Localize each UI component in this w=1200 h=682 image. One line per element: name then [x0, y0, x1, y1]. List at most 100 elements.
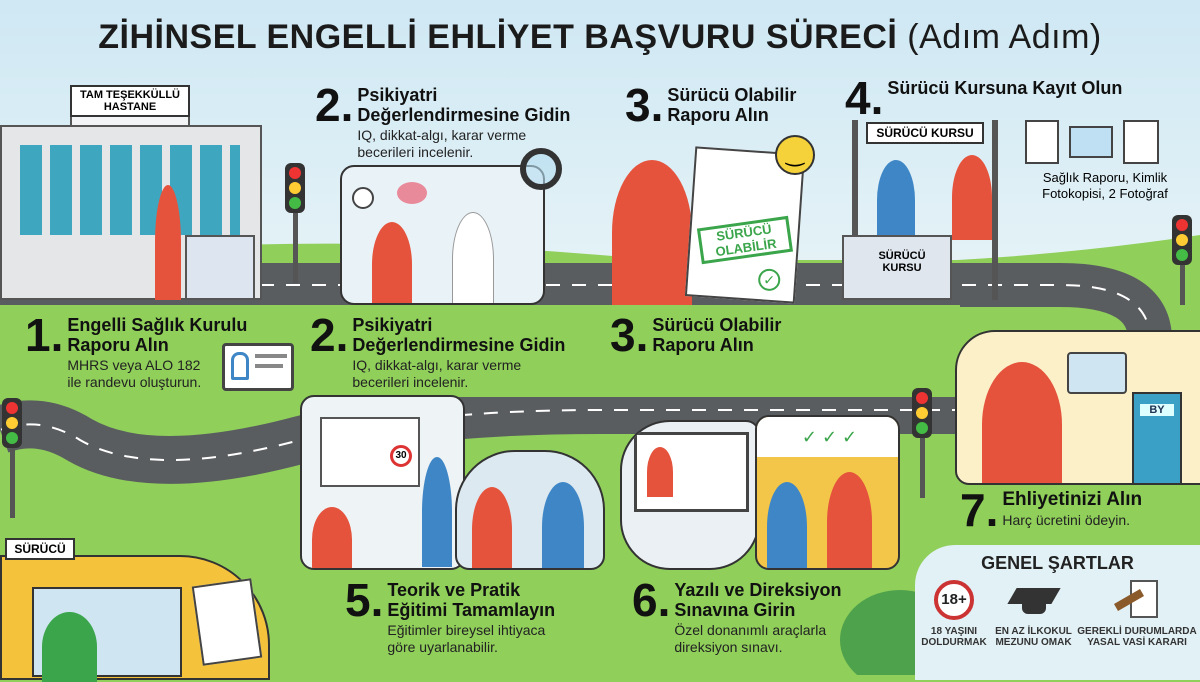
step-desc: direksiyon sınavı.	[674, 639, 783, 655]
hospital-illustration: TAM TEŞEKKÜLLÜ HASTANE	[0, 85, 262, 305]
top-step-4: 4. Sürücü Kursuna Kayıt Olun	[845, 75, 1123, 121]
person-icon	[42, 612, 97, 682]
step-number: 2.	[315, 79, 354, 131]
step-title: Sürücü Olabilir	[652, 315, 782, 335]
required-docs-icons	[1025, 120, 1159, 164]
person-icon	[312, 507, 352, 568]
step-title: Ehliyetinizi Alın	[1002, 489, 1143, 510]
smiley-icon: ‿	[775, 135, 815, 175]
person-icon	[982, 362, 1062, 483]
step-number: 3.	[625, 79, 664, 131]
taxi-illustration	[0, 555, 270, 682]
step-title: Raporu Alın	[652, 335, 754, 355]
title-main: ZİHİNSEL ENGELLİ EHLİYET BAŞVURU SÜRECİ	[98, 18, 898, 56]
photo-icon	[1123, 120, 1159, 164]
step-desc: göre uyarlanabilir.	[387, 639, 498, 655]
person-icon	[542, 482, 584, 568]
mid-band	[0, 305, 960, 397]
step-desc: Eğitimler bireysel ihtiyaca	[387, 622, 546, 638]
driving-exam-illustration: ✓ ✓ ✓	[755, 415, 900, 570]
psychiatry-illustration	[340, 165, 545, 305]
step-desc: ile randevu oluşturun.	[67, 374, 202, 390]
license-card-icon	[1067, 352, 1127, 394]
general-requirements-title: GENEL ŞARTLAR	[981, 553, 1134, 573]
step-title: Değerlendirmesine Gidin	[357, 105, 571, 125]
written-exam-illustration	[620, 420, 760, 570]
step-title: Sınavına Girin	[674, 600, 796, 620]
person-icon	[827, 472, 872, 568]
step-title: Yazılı ve Direksiyon	[674, 580, 842, 600]
speed-sign-icon: 30	[390, 445, 412, 467]
step-desc: Harç ücretini ödeyin.	[1002, 512, 1130, 528]
step-title: Psikiyatri	[357, 85, 438, 105]
page-title: ZİHİNSEL ENGELLİ EHLİYET BAŞVURU SÜRECİ …	[0, 18, 1200, 57]
requirement-label: 18 YAŞINI	[930, 626, 978, 637]
doctor-icon	[452, 212, 494, 303]
step-desc: IQ, dikkat-algı, karar verme	[357, 127, 527, 143]
step-desc: MHRS veya ALO 182	[67, 357, 201, 373]
traffic-light-icon	[2, 398, 22, 518]
caption-line: Sağlık Raporu, Kimlik	[1042, 170, 1168, 185]
step-number: 5.	[345, 574, 384, 626]
step-title: Psikiyatri	[352, 315, 433, 335]
report-document	[191, 578, 263, 666]
requirement-label: MEZUNU OMAK	[995, 637, 1072, 648]
person-icon	[952, 155, 992, 240]
caption-line: Fotokopisi, 2 Fotoğraf	[1042, 186, 1168, 201]
person-icon	[877, 160, 915, 240]
step-title: Raporu Alın	[67, 335, 169, 355]
stamp: SÜRÜCÜ OLABİLİR	[696, 215, 794, 265]
magnifier-icon	[520, 148, 562, 190]
person-icon	[767, 482, 807, 568]
step-desc: Özel donanımlı araçlarla	[674, 622, 827, 638]
person-icon	[422, 457, 452, 567]
check-icons: ✓ ✓ ✓	[757, 417, 898, 457]
step-title: Sürücü Kursuna Kayıt Olun	[887, 78, 1123, 98]
person-icon	[612, 160, 692, 305]
graduation-cap-icon	[1004, 580, 1064, 620]
id-card-icon	[1069, 126, 1113, 158]
step-number: 7.	[960, 484, 999, 536]
traffic-light-icon	[912, 388, 932, 498]
requirement-label: GEREKLİ DURUMLARDA	[1077, 626, 1197, 637]
step-number: 1.	[25, 309, 64, 361]
person-icon	[472, 487, 512, 568]
computer-phone-icon	[222, 343, 294, 391]
taxi-sign: SÜRÜCÜ	[5, 538, 75, 560]
requirement-label: DOLDURMAK	[921, 637, 987, 648]
step-number: 6.	[632, 574, 671, 626]
phone-icon	[231, 352, 249, 380]
driving-course-illustration: SÜRÜCÜ KURSU SÜRÜCÜ KURSU	[842, 120, 1000, 300]
brain-icon	[397, 182, 427, 204]
traffic-light-icon	[285, 163, 305, 283]
person-icon	[647, 447, 673, 497]
gavel-document-icon	[1112, 580, 1162, 620]
age-18-icon: 18+	[934, 580, 974, 620]
atm-screen: BY	[1140, 404, 1174, 416]
license-received-illustration: BY	[955, 330, 1200, 485]
atm-icon: BY	[1132, 392, 1182, 483]
step-title: Engelli Sağlık Kurulu	[67, 315, 248, 335]
requirement-label: YASAL VASİ KARARI	[1087, 637, 1187, 648]
classroom-illustration: 30	[300, 395, 465, 570]
step-desc: becerileri incelenir.	[357, 144, 474, 160]
clock-icon	[352, 187, 374, 209]
step-title: Eğitimi Tamamlayın	[387, 600, 556, 620]
step-title: Teorik ve Pratik	[387, 580, 521, 600]
requirement-label: EN AZ İLKOKUL	[995, 626, 1072, 637]
course-desk-label: SÜRÜCÜ KURSU	[878, 250, 926, 274]
step-title: Sürücü Olabilir	[667, 85, 797, 105]
